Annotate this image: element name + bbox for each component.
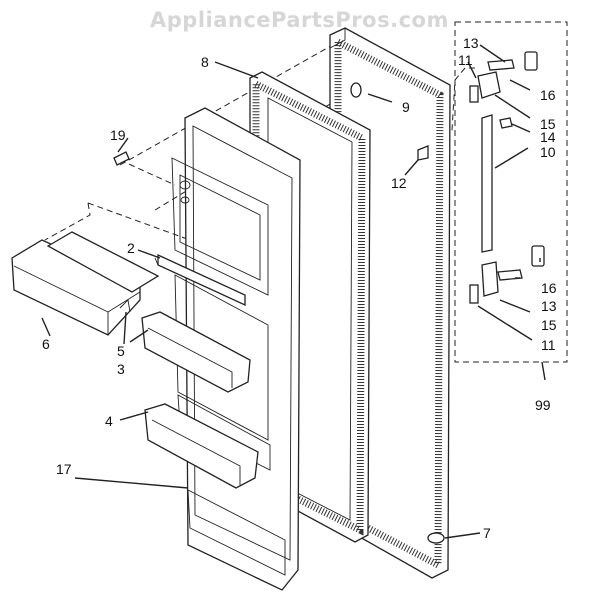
callout-11-bottom: 11: [541, 337, 556, 353]
door-bin-3: [141, 311, 251, 393]
callout-4: 4: [105, 413, 113, 429]
callout-6: 6: [42, 336, 50, 352]
grommet-7: [427, 532, 481, 544]
hinge-hardware: [469, 51, 545, 304]
callout-10: 10: [540, 144, 556, 160]
callout-13-bottom: 13: [541, 298, 557, 314]
dairy-cover-6: [11, 239, 141, 336]
callout-5: 5: [117, 343, 125, 359]
hinge-cover-bottom: [531, 245, 545, 267]
callout-3: 3: [117, 361, 125, 377]
door-bin-4: [144, 403, 259, 489]
hinge-kit-box: [454, 21, 568, 363]
hinge-plate-bottom: [469, 284, 479, 304]
plug-9: [350, 82, 393, 103]
callout-16-top: 16: [540, 87, 556, 103]
callout-16-bottom: 16: [541, 280, 557, 296]
callout-7: 7: [483, 525, 491, 541]
leader-lines: [41, 44, 546, 489]
compartment-door-5: [46, 231, 160, 313]
callout-8: 8: [201, 54, 209, 70]
hinge-pin-14: [499, 117, 513, 129]
screw-19: [113, 151, 130, 166]
shelf-2: [154, 253, 246, 307]
hinge-bracket-bottom: [481, 261, 499, 297]
callout-17: 17: [56, 461, 72, 477]
hinge-cover-top: [524, 51, 538, 71]
callout-99: 99: [535, 397, 551, 413]
callout-15-top: 15: [540, 116, 556, 132]
callout-2: 2: [127, 240, 135, 256]
callout-9: 9: [402, 99, 410, 115]
hinge-screw-top: [487, 59, 515, 71]
hinge-plate-top: [469, 85, 479, 103]
callout-14: 14: [540, 129, 556, 145]
callout-12: 12: [391, 175, 407, 191]
callout-19: 19: [110, 127, 126, 143]
callout-15-bottom: 15: [541, 317, 557, 333]
clip-12: [404, 145, 429, 176]
hinge-bar-10: [481, 114, 493, 253]
callout-13-top: 13: [463, 35, 479, 51]
callout-11-top: 11: [458, 52, 473, 68]
watermark-text: AppliancePartsPros.com: [150, 8, 449, 32]
hinge-bracket-top: [477, 71, 501, 99]
